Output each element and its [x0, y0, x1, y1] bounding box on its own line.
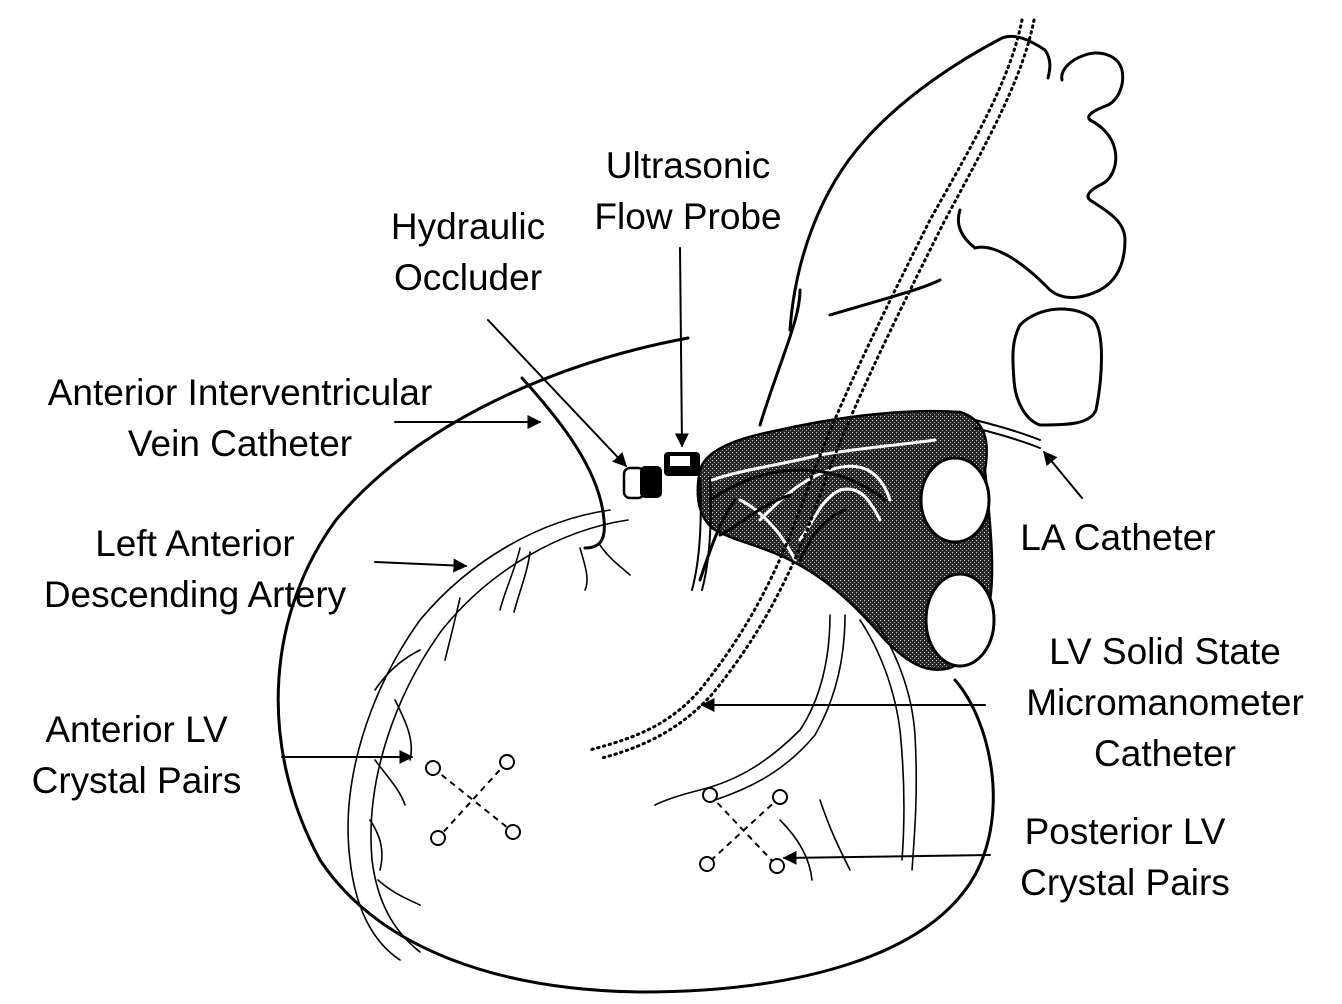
label-anterior-iv-vein-catheter: Anterior Interventricular Vein Catheter [10, 367, 470, 469]
label-la-catheter: LA Catheter [998, 512, 1238, 563]
vein-catheter-tube [522, 378, 604, 548]
pulmonary-vein-upper [921, 458, 989, 542]
label-anterior-lv-crystals: Anterior LV Crystal Pairs [4, 704, 269, 806]
arrow-lad [375, 562, 466, 566]
aorta-outline [790, 36, 1125, 330]
hydraulic-occluder-device [624, 466, 662, 498]
arrow-posterior-crystals [784, 855, 990, 858]
flow-probe-device [664, 452, 700, 476]
arrow-la-catheter [1044, 452, 1082, 498]
arrow-flow-probe [680, 248, 682, 446]
posterior-crystal-pairs [700, 788, 787, 873]
label-lv-micromanometer: LV Solid State Micromanometer Catheter [1000, 626, 1330, 779]
pulmonary-trunk [760, 290, 800, 425]
label-posterior-lv-crystals: Posterior LV Crystal Pairs [995, 806, 1255, 908]
label-hydraulic-occluder: Hydraulic Occluder [368, 201, 568, 303]
pulmonary-vein-lower [926, 574, 994, 666]
anterior-crystal-pairs [426, 755, 520, 845]
left-atrium [1013, 309, 1102, 425]
aortic-arch-inner [830, 210, 975, 315]
label-lad-artery: Left Anterior Descending Artery [10, 518, 380, 620]
label-ultrasonic-flow-probe: Ultrasonic Flow Probe [578, 140, 798, 242]
